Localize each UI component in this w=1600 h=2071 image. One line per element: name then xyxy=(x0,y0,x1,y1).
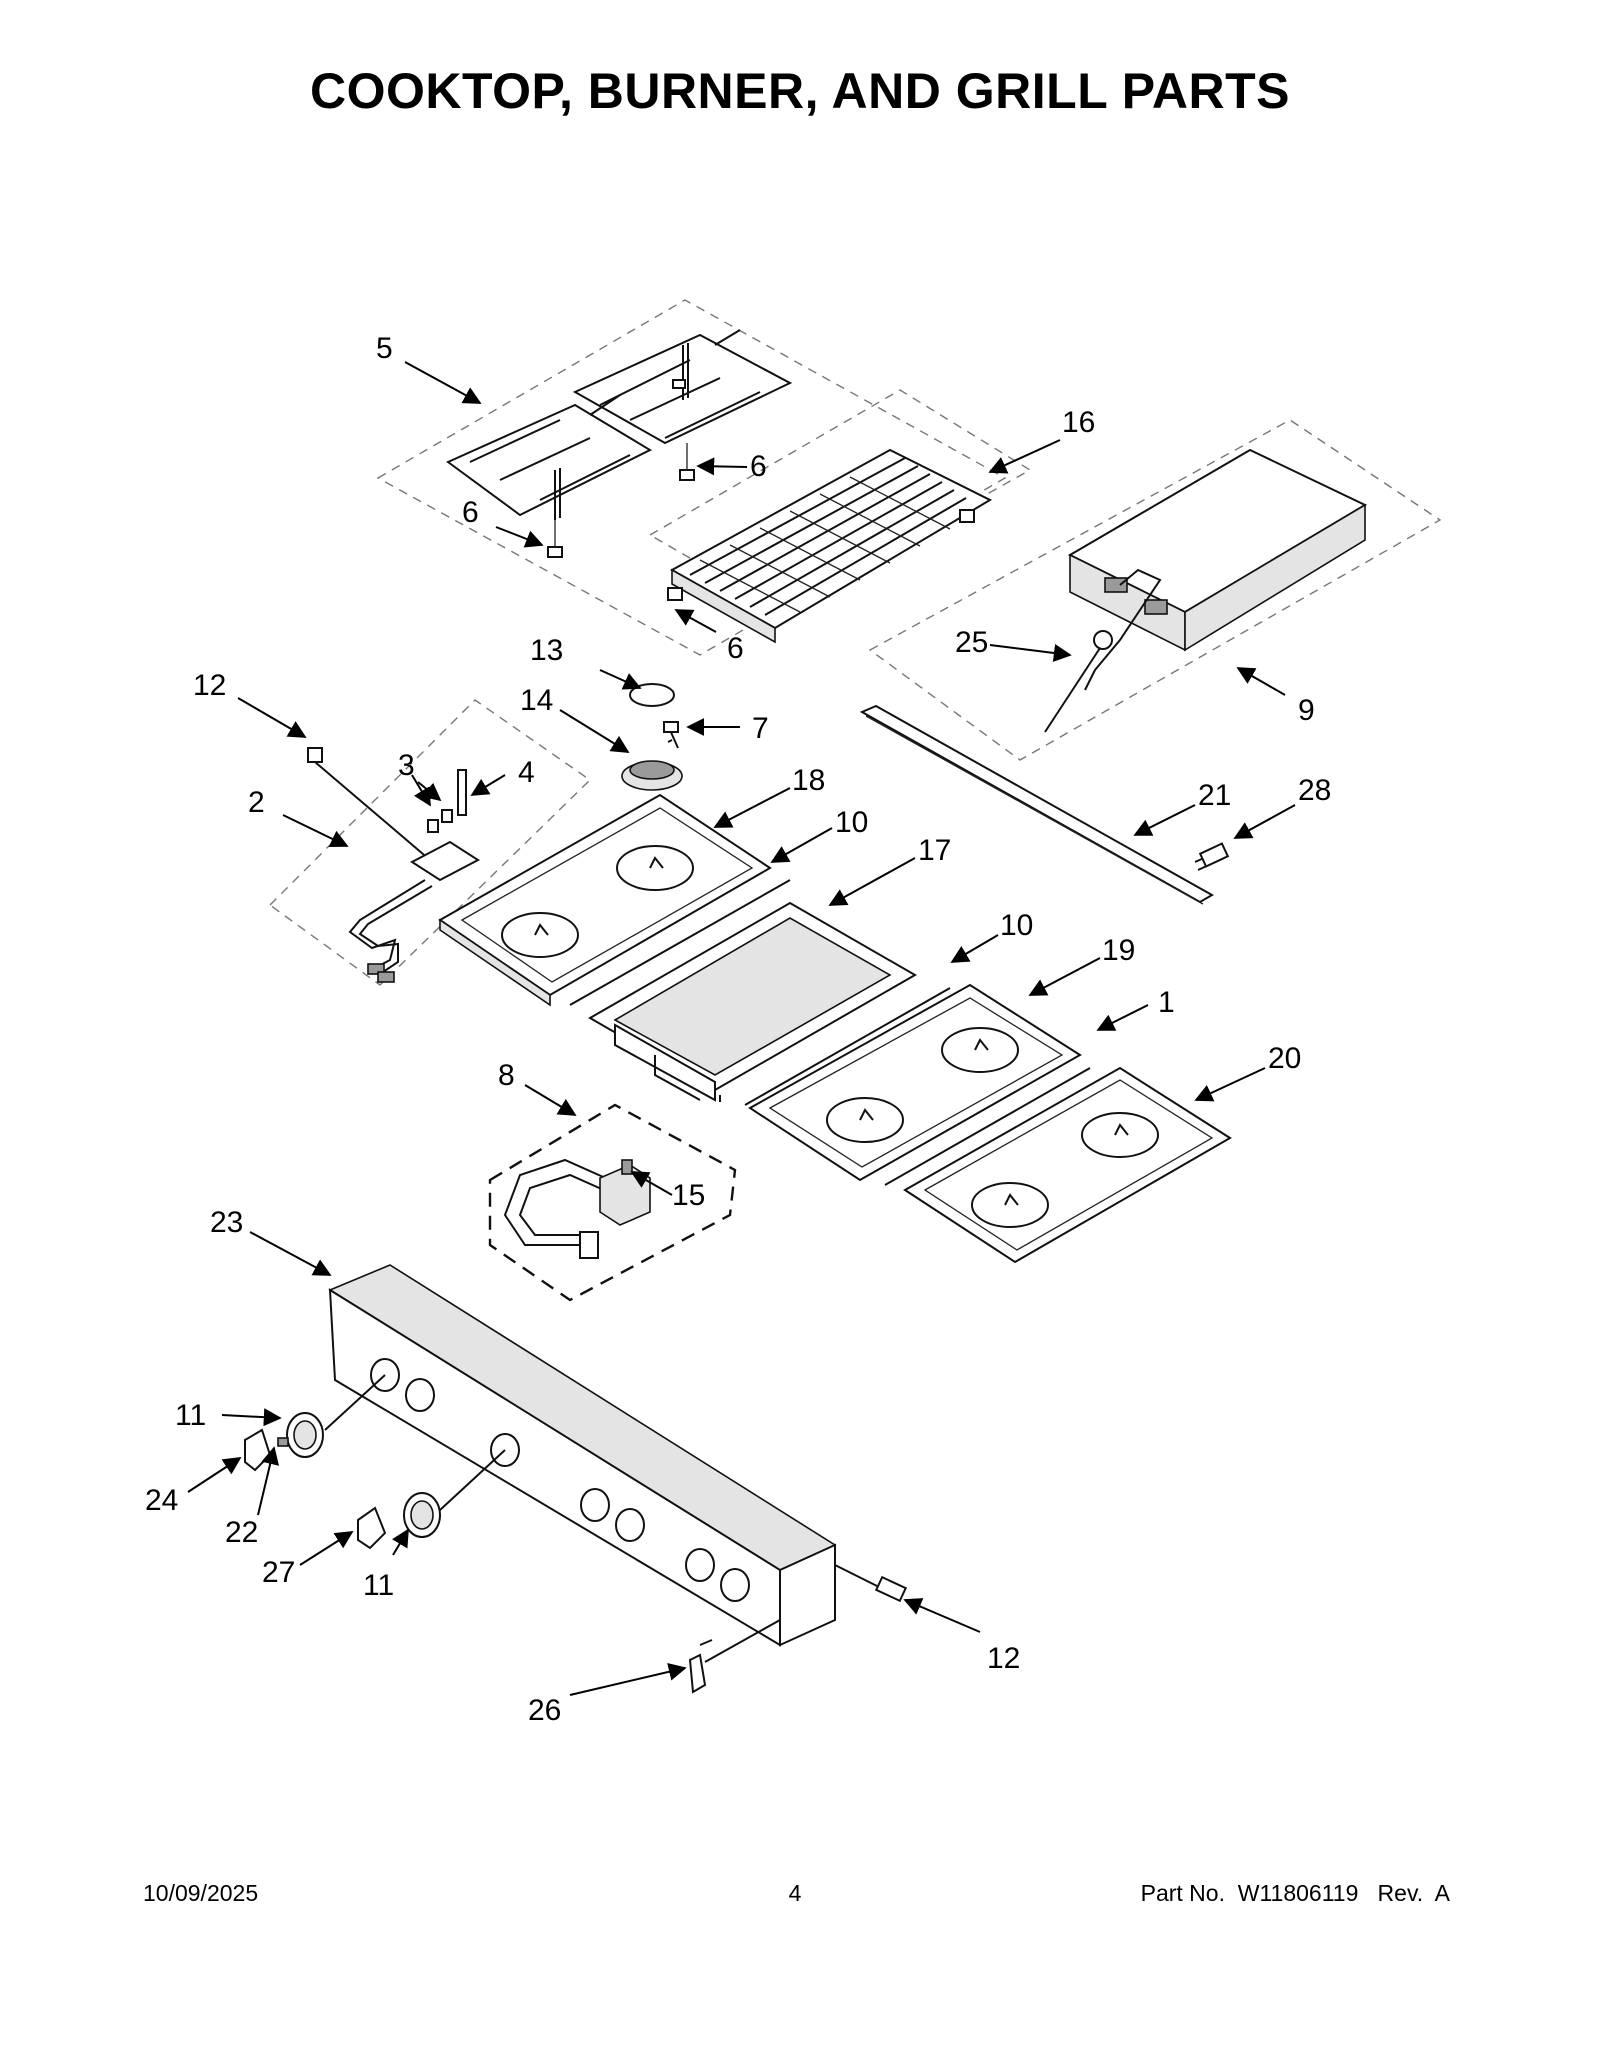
callout-8: 8 xyxy=(498,1059,515,1092)
burner-cap-head xyxy=(621,683,683,791)
burner-tray-right xyxy=(903,1066,1232,1264)
callout-6: 6 xyxy=(727,632,744,665)
callout-11: 11 xyxy=(363,1569,394,1602)
trim-strip xyxy=(859,704,1230,905)
callout-11: 11 xyxy=(175,1399,206,1432)
footer-part-number: Part No. W11806119 Rev. A xyxy=(1140,1880,1450,1906)
callout-3: 3 xyxy=(398,749,415,782)
callout-4: 4 xyxy=(518,756,535,789)
burner-tray-middle xyxy=(748,983,1082,1182)
valve-manifold xyxy=(307,747,480,983)
griddle-assembly xyxy=(1044,448,1368,733)
callout-labels: 5 6 6 6 16 25 9 21 28 13 14 7 12 3 4 2 1… xyxy=(145,332,1331,1727)
callout-17: 17 xyxy=(918,834,951,867)
leader-arrows xyxy=(187,361,1296,1696)
callout-12: 12 xyxy=(193,669,226,702)
callout-13: 13 xyxy=(530,634,563,667)
callout-5: 5 xyxy=(376,332,393,365)
callout-9: 9 xyxy=(1298,694,1315,727)
assembly-outlines xyxy=(268,299,1442,1302)
callout-25: 25 xyxy=(955,626,988,659)
callout-20: 20 xyxy=(1268,1042,1301,1075)
callout-7: 7 xyxy=(752,712,769,745)
callout-18: 18 xyxy=(792,764,825,797)
callout-26: 26 xyxy=(528,1694,561,1727)
callout-27: 27 xyxy=(262,1556,295,1589)
callout-15: 15 xyxy=(672,1179,705,1212)
gasket-strips xyxy=(569,879,1091,1186)
control-panel xyxy=(324,1264,886,1647)
grill-grate xyxy=(667,448,993,644)
callout-10: 10 xyxy=(835,806,868,839)
callout-19: 19 xyxy=(1102,934,1135,967)
footer-page-number: 4 xyxy=(788,1880,802,1906)
callout-12: 12 xyxy=(987,1642,1020,1675)
footer-date: 10/09/2025 xyxy=(143,1880,259,1906)
callout-6: 6 xyxy=(750,450,767,483)
knobs-bezels xyxy=(244,1412,908,1694)
callout-6: 6 xyxy=(462,496,479,529)
callout-1: 1 xyxy=(1158,986,1175,1019)
callout-14: 14 xyxy=(520,684,553,717)
callout-2: 2 xyxy=(248,786,265,819)
callout-22: 22 xyxy=(225,1516,258,1549)
callout-21: 21 xyxy=(1198,779,1231,812)
burner-grates xyxy=(446,329,793,558)
callout-10: 10 xyxy=(1000,909,1033,942)
griddle-pan xyxy=(587,901,918,1102)
page-title: COOKTOP, BURNER, AND GRILL PARTS xyxy=(310,63,1290,119)
callout-16: 16 xyxy=(1062,406,1095,439)
callout-23: 23 xyxy=(210,1206,243,1239)
burner-tray-left xyxy=(438,793,772,1007)
callout-24: 24 xyxy=(145,1484,178,1517)
orifice-tube xyxy=(503,1158,651,1259)
callout-28: 28 xyxy=(1298,774,1331,807)
